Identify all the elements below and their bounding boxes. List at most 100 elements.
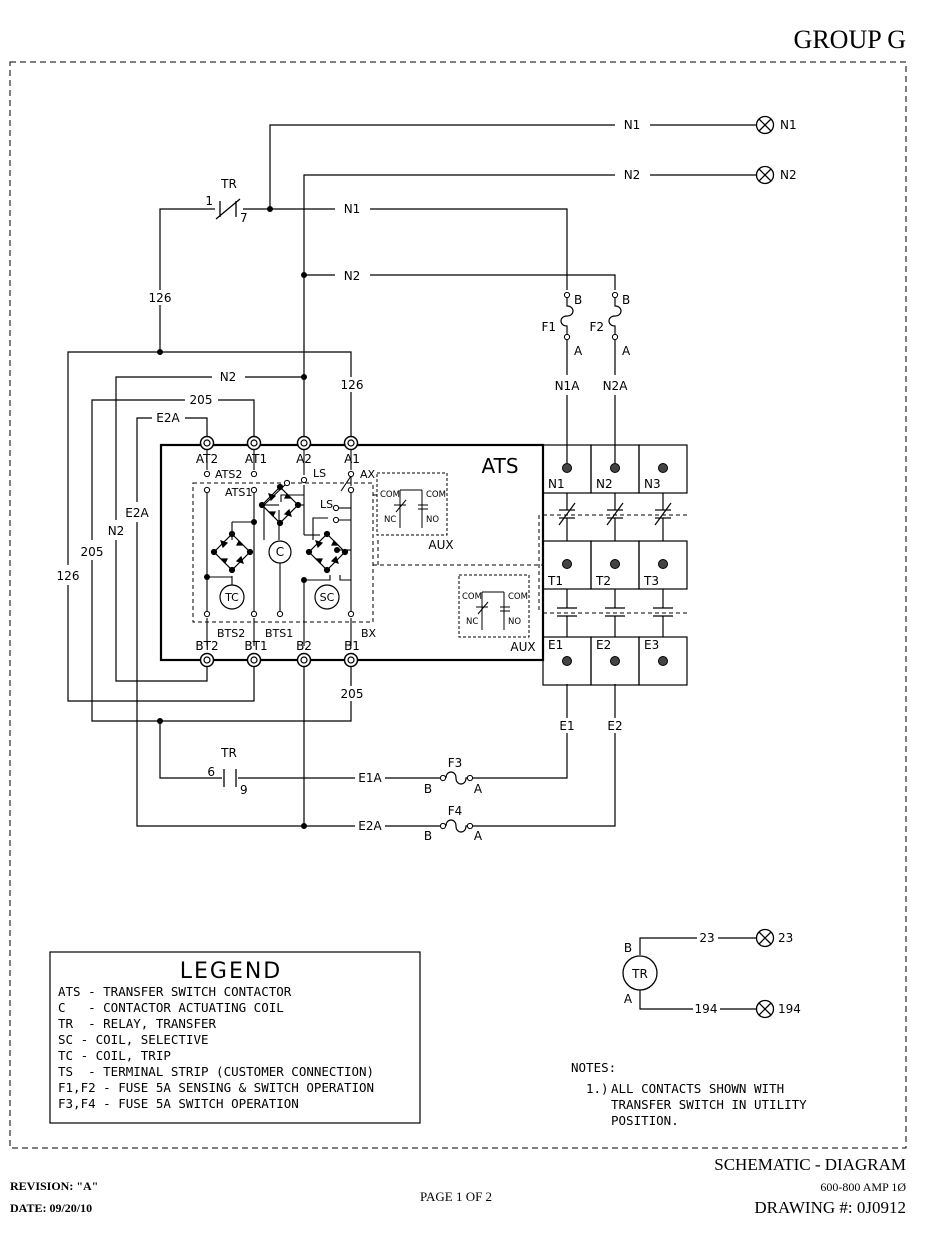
tr-coil-pin-b: B [624,941,632,955]
group-title: GROUP G [794,25,906,54]
terminal-bts1: BTS1 [265,627,293,640]
aux1-nc: NC [384,515,396,525]
ats-dashed-frames [192,482,690,623]
legend-item: F3,F4 - FUSE 5A SWITCH OPERATION [58,1096,299,1111]
tr-coil: TR B A [622,941,658,1006]
aux2-com-right: COM [508,592,528,602]
fuse-f1 [560,291,574,341]
coil-c-label: C [276,545,284,559]
coil-c: C [268,540,292,564]
23-indicator-icon [755,928,775,948]
terminal-at1: AT1 [245,452,267,466]
note-line: ALL CONTACTS SHOWN WITH [611,1081,784,1096]
f1-pin-b: B [574,293,582,307]
aux1-no: NO [426,515,439,525]
ls-label-lower: LS [320,498,333,511]
aux2-com-left: COM [462,592,482,602]
notes: NOTES: 1.) ALL CONTACTS SHOWN WITH TRANS… [571,1060,807,1128]
coil-sc: SC [314,584,340,610]
block-n1: N1 [548,477,565,491]
wire-label-n1-relay: N1 [344,202,361,216]
f4-pin-a: A [474,829,483,843]
drawing-rating: 600-800 AMP 1Ø [820,1180,906,1194]
legend-item: TR - RELAY, TRANSFER [58,1016,217,1031]
f1-label: F1 [541,320,556,334]
aux-contact-1: COM COM NC NO AUX [376,472,454,552]
ats-internal-wiring [206,450,352,646]
lamp-label-23: 23 [778,931,793,945]
f4-pin-b: B [424,829,432,843]
coil-sc-label: SC [320,591,335,604]
terminal-b1: B1 [344,639,360,653]
fuse-f4 [439,819,474,833]
f3-pin-a: A [474,782,483,796]
tr-pin-9: 9 [240,783,248,797]
wire-label-e1a: E1A [358,771,382,785]
legend-item: TC - COIL, TRIP [58,1048,171,1063]
legend-item: ATS - TRANSFER SWITCH CONTACTOR [58,984,292,999]
page-number: PAGE 1 OF 2 [420,1189,492,1204]
f3-pin-b: B [424,782,432,796]
wire-label-n1: N1 [624,118,641,132]
legend-item: F1,F2 - FUSE 5A SENSING & SWITCH OPERATI… [58,1080,374,1095]
aux1-com-right: COM [426,490,446,500]
terminal-ats2: ATS2 [215,468,242,481]
legend-item: SC - COIL, SELECTIVE [58,1032,209,1047]
legend-item: TS - TERMINAL STRIP (CUSTOMER CONNECTION… [58,1064,374,1079]
f2-label: F2 [589,320,604,334]
tr-pin-7: 7 [240,211,248,225]
drawing-number: DRAWING #: 0J0912 [754,1198,906,1217]
coil-tc: TC [219,584,245,610]
wire-label-23: 23 [699,931,714,945]
wire-label-e2a-left: E2A [125,506,149,520]
title-block: SCHEMATIC - DIAGRAM 600-800 AMP 1Ø DRAWI… [10,1155,906,1217]
block-e1: E1 [548,638,563,652]
block-t2: T2 [595,574,611,588]
wire-label-126-right: 126 [341,378,364,392]
aux1-label: AUX [428,538,453,552]
aux2-no: NO [508,617,521,627]
wire-label-n2a: N2A [603,379,629,393]
drawing-border [9,61,907,1149]
f3-label: F3 [448,756,463,770]
fuse-f3 [439,771,474,785]
block-n3: N3 [644,477,661,491]
block-e3: E3 [644,638,659,652]
aux2-label: AUX [510,640,535,654]
wiring [67,124,757,1010]
n1-indicator-icon [755,115,775,135]
block-n2: N2 [596,477,613,491]
lamp-label-n2: N2 [780,168,797,182]
ats-label: ATS [481,454,518,478]
f1-pin-a: A [574,344,583,358]
terminal-bx: BX [361,627,377,640]
wire-label-205: 205 [190,393,213,407]
drawing-title: SCHEMATIC - DIAGRAM [714,1155,906,1174]
block-t3: T3 [643,574,659,588]
legend-title: LEGEND [180,959,283,984]
note-line: TRANSFER SWITCH IN UTILITY [611,1097,807,1112]
block-t1: T1 [547,574,563,588]
terminal-bt1: BT1 [244,639,267,653]
fuse-f2 [608,291,622,341]
wire-label-e1: E1 [559,719,574,733]
tr-pin-1: 1 [205,194,213,208]
tr-coil-pin-a: A [624,992,633,1006]
notes-title: NOTES: [571,1060,616,1075]
coil-tc-label: TC [224,591,239,604]
wire-label-205-bottom: 205 [341,687,364,701]
wire-label-e2a-bottom: E2A [358,819,382,833]
wire-label-n1a: N1A [555,379,581,393]
tr-pin-6: 6 [207,765,215,779]
tr-contact-6-9: TR 6 9 [207,746,247,797]
wire-label-194: 194 [695,1002,718,1016]
f2-pin-b: B [622,293,630,307]
wire-label-126: 126 [149,291,172,305]
wire-label-n2: N2 [624,168,641,182]
wire-labels: N1 N1 N2 N2 N1 N2 126 126 N2 205 E2A E2A… [57,118,801,1016]
wire-label-e2a-top: E2A [156,411,180,425]
tr-label: TR [220,177,237,191]
lamp-label-n1: N1 [780,118,797,132]
terminal-a1: A1 [344,452,360,466]
